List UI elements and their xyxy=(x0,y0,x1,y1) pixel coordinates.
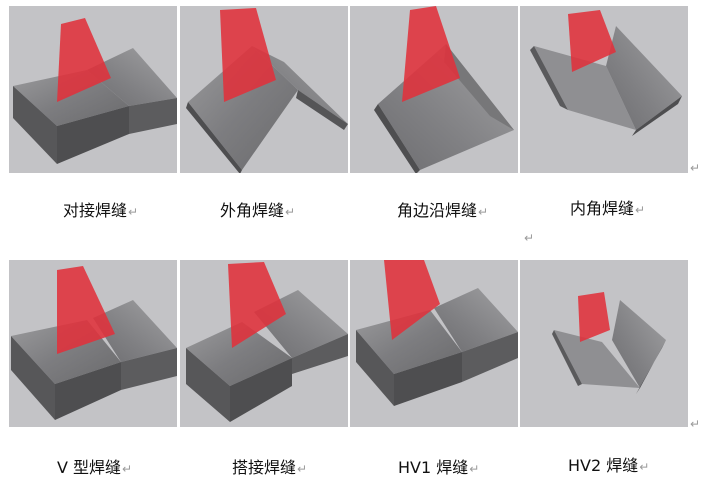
panel-butt-weld xyxy=(9,6,177,173)
caption-corner-edge-weld: 角边沿焊缝↵ xyxy=(397,201,489,220)
caption-butt-weld: 对接焊缝↵ xyxy=(63,201,139,220)
return-mark-icon: ↵ xyxy=(478,205,489,219)
inside-corner-weld-illustration xyxy=(530,10,682,136)
corner-edge-weld-illustration xyxy=(374,6,514,173)
hv2-weld-illustration xyxy=(552,292,666,394)
return-mark-icon: ↵ xyxy=(635,203,646,217)
panel-outside-corner-weld xyxy=(180,6,348,173)
return-mark-icon: ↵ xyxy=(639,460,650,474)
panel-corner-edge-weld xyxy=(350,6,518,173)
caption-hv1-weld: HV1 焊缝↵ xyxy=(398,458,480,477)
caption-inside-corner-weld: 内角焊缝↵ xyxy=(570,199,646,218)
return-mark-icon: ↵ xyxy=(469,462,480,476)
return-mark-icon: ↵ xyxy=(690,417,701,431)
outside-corner-weld-illustration xyxy=(186,8,348,173)
return-mark-icon: ↵ xyxy=(297,462,308,476)
lap-weld-illustration xyxy=(186,262,348,422)
v-groove-weld-illustration xyxy=(11,266,177,420)
hv1-weld-illustration xyxy=(356,260,518,406)
panel-v-groove-weld xyxy=(9,260,177,427)
return-mark-icon: ↵ xyxy=(690,161,701,175)
caption-hv2-weld: HV2 焊缝↵ xyxy=(568,456,650,475)
panel-hv1-weld xyxy=(350,260,518,427)
butt-weld-illustration xyxy=(13,18,177,164)
panel-hv2-weld xyxy=(520,260,688,427)
caption-outside-corner-weld: 外角焊缝↵ xyxy=(220,201,296,220)
panel-lap-weld xyxy=(180,260,348,427)
panel-inside-corner-weld xyxy=(520,6,688,173)
return-mark-icon: ↵ xyxy=(128,205,139,219)
caption-lap-weld: 搭接焊缝↵ xyxy=(232,458,308,477)
return-mark-icon: ↵ xyxy=(524,231,535,245)
return-mark-icon: ↵ xyxy=(122,462,133,476)
return-mark-icon: ↵ xyxy=(285,205,296,219)
caption-v-groove-weld: V 型焊缝↵ xyxy=(57,458,133,477)
